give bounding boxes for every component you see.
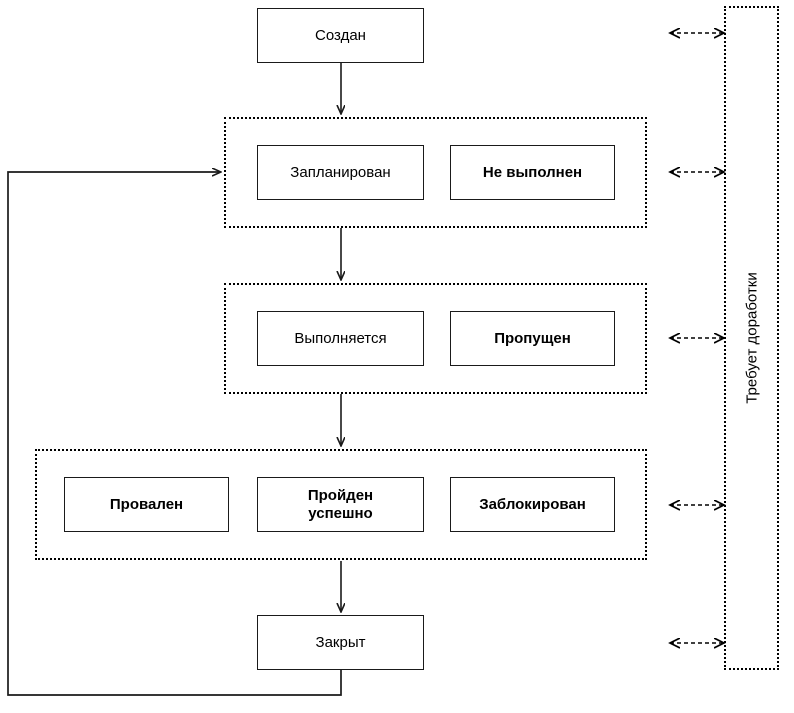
state-box-planned[interactable]: Запланирован [257, 145, 424, 200]
rework-label: Требует доработки [743, 272, 760, 404]
group-result-states [35, 449, 647, 560]
state-box-passed[interactable]: Пройден успешно [257, 477, 424, 532]
state-box-not-done[interactable]: Не выполнен [450, 145, 615, 200]
rework-container[interactable]: Требует доработки [724, 6, 779, 670]
state-box-failed[interactable]: Провален [64, 477, 229, 532]
state-box-skipped[interactable]: Пропущен [450, 311, 615, 366]
state-box-blocked[interactable]: Заблокирован [450, 477, 615, 532]
group-progress-states [224, 283, 647, 394]
state-box-closed[interactable]: Закрыт [257, 615, 424, 670]
state-box-in-progress[interactable]: Выполняется [257, 311, 424, 366]
state-box-created[interactable]: Создан [257, 8, 424, 63]
group-planned-states [224, 117, 647, 228]
